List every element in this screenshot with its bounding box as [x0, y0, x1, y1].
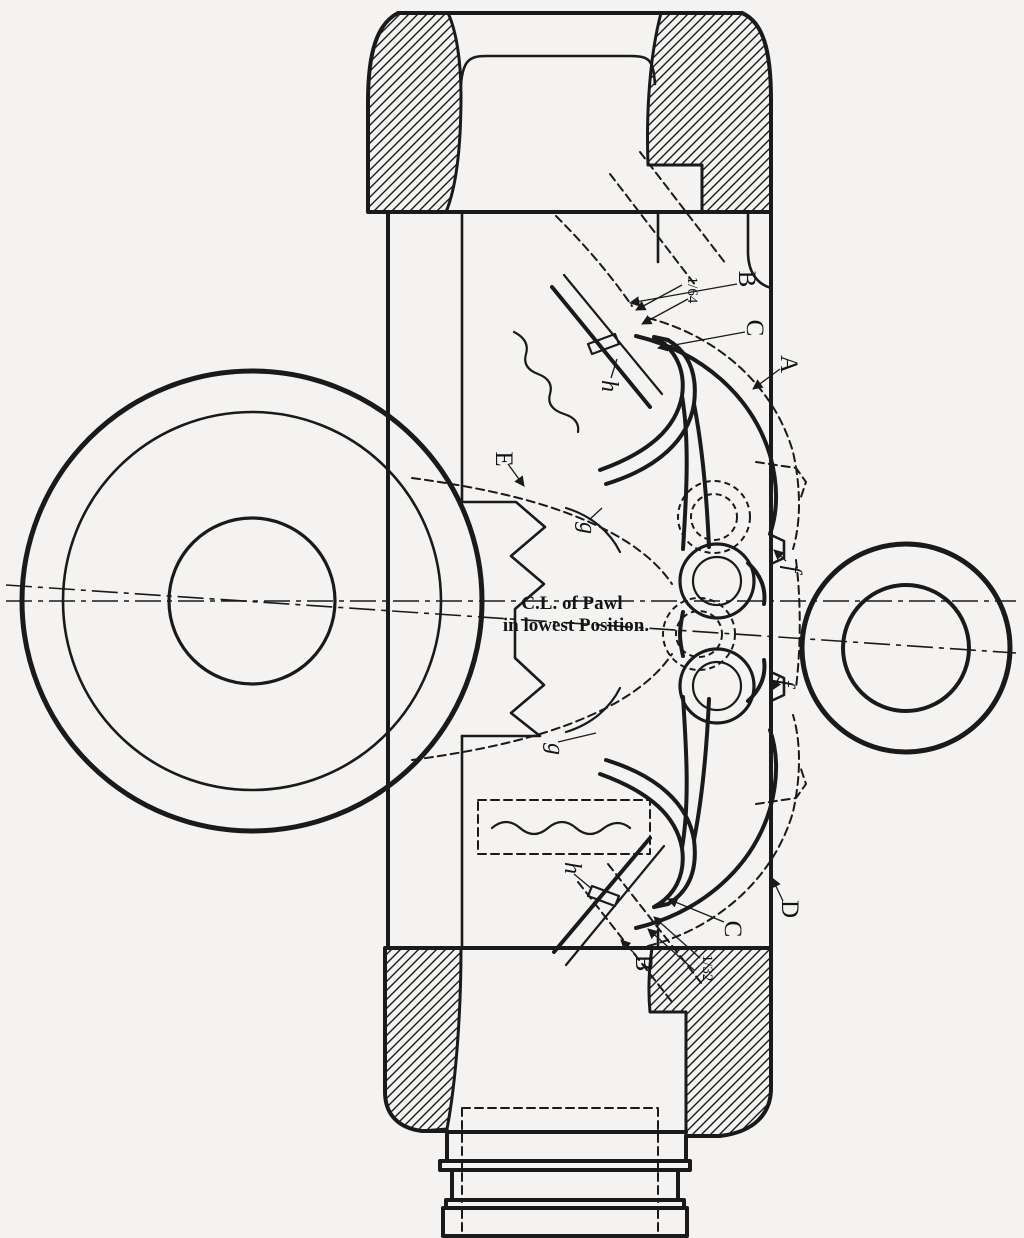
pawl-mechanism [490, 273, 778, 967]
body-outline [366, 11, 773, 1238]
leader-g-upper [588, 507, 603, 521]
leader-lines [507, 283, 787, 971]
right-wheel-bore [841, 583, 971, 713]
centerline-note-line1: C.L. of Pawl [521, 593, 622, 614]
dim-upper-text: 1/64 [684, 277, 700, 304]
leader-b-top [628, 283, 738, 307]
leader-a [752, 368, 781, 390]
label-c-top: C [741, 320, 768, 337]
label-a: A [775, 355, 802, 373]
label-g-upper: g [574, 522, 600, 534]
centerline-note-line2: in lowest Position. [503, 615, 649, 636]
pawl-centerline [5, 584, 1017, 654]
upper-pin-outer [678, 542, 756, 620]
label-b-top: B [733, 271, 760, 288]
hatch-bottom-left-flange [383, 946, 463, 1133]
dim-lower-line-1 [653, 916, 701, 959]
dim-upper-line-2 [641, 298, 689, 325]
dim-upper-line-1 [635, 284, 683, 311]
label-f-upper: f [779, 566, 805, 576]
lower-pin-alt-position-outer [662, 597, 736, 671]
dashed-alternate-position [411, 151, 807, 1235]
lower-pin-bore [691, 660, 743, 712]
upper-pin-bore [691, 555, 743, 607]
pawl-detail-lines [490, 273, 666, 967]
right-hub-wheel [799, 541, 1013, 755]
leader-g-lower [557, 732, 597, 743]
labels: B C A 1/64 E g h f f g h D C B 1/32 C.L.… [490, 271, 805, 982]
hatch-top-left-flange [366, 11, 463, 214]
leader-h-upper [610, 358, 618, 379]
dim-lower-line-2 [647, 928, 695, 971]
label-h-upper: h [596, 380, 622, 392]
upper-pin-alt-position-bore [690, 493, 738, 541]
pawl-pins [662, 480, 756, 725]
dim-lower-text: 1/32 [699, 955, 715, 982]
label-f-lower: f [772, 680, 798, 690]
label-c-bottom: C [719, 921, 746, 938]
leader-c-top [656, 331, 746, 352]
right-wheel-outer-rim [799, 541, 1013, 755]
leader-h-lower [573, 873, 593, 890]
label-h-lower: h [559, 862, 585, 874]
pawl-solid-curves [550, 285, 778, 954]
leader-c-bottom [667, 897, 725, 923]
leader-f-lower [771, 675, 782, 691]
label-e: E [490, 451, 517, 466]
lower-pin-alt-position-bore [675, 610, 723, 658]
ratchet-teeth [460, 500, 547, 738]
leader-e [507, 463, 525, 487]
leader-b-bottom [620, 939, 637, 956]
label-g-lower: g [542, 743, 568, 755]
leader-d [771, 877, 784, 902]
leader-f-upper [773, 549, 787, 562]
hidden-lines [411, 151, 807, 1235]
label-d: D [776, 900, 803, 918]
centerlines [5, 584, 1017, 654]
upper-pin-alt-position-outer [677, 480, 751, 554]
label-b-bottom: B [630, 955, 657, 972]
